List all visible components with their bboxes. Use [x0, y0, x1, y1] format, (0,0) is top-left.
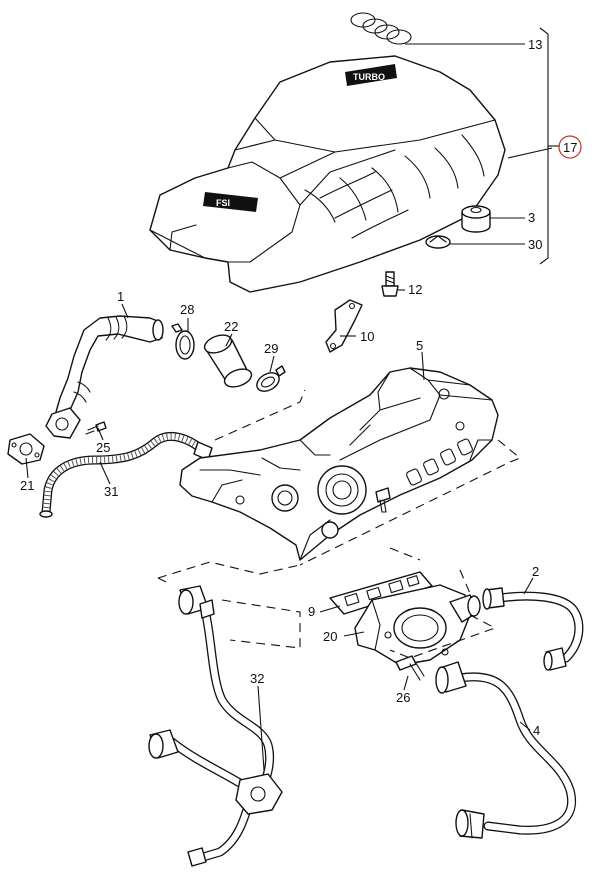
engine-cover [149, 55, 506, 293]
rings-emblem [350, 12, 412, 45]
hose-2 [482, 587, 584, 671]
assembly-dash-lines [157, 389, 522, 659]
breather-pipe [45, 315, 164, 439]
callout-labels: 13 17 3 30 12 10 5 1 28 22 29 25 21 31 9… [20, 37, 582, 738]
callout-25: 25 [96, 440, 110, 455]
callout-21: 21 [20, 478, 34, 493]
callout-12: 12 [408, 282, 422, 297]
callout-20: 20 [323, 629, 337, 644]
hose-32 [148, 585, 283, 867]
hose-clamp-29 [256, 365, 286, 392]
cylinder-head-cover [179, 367, 499, 561]
callout-4: 4 [533, 723, 540, 738]
rubber-mount [461, 205, 491, 233]
bracket [325, 299, 363, 353]
leader-lines [25, 43, 553, 771]
callout-17: 17 [563, 140, 577, 155]
gasket [7, 433, 45, 465]
hose-4 [435, 661, 576, 839]
screw-26 [395, 655, 425, 681]
callout-2: 2 [532, 564, 539, 579]
pressure-regulating-valve [354, 584, 481, 666]
callout-3: 3 [528, 210, 535, 225]
callout-30: 30 [528, 237, 542, 252]
callout-26: 26 [396, 690, 410, 705]
callout-17-ring [558, 135, 582, 159]
hose-22 [203, 334, 253, 388]
valve-gasket [329, 571, 433, 615]
bolt [381, 271, 399, 297]
screw [85, 421, 107, 435]
cover-top-badge-text: TURBO [353, 72, 385, 82]
callout-1: 1 [117, 289, 124, 304]
hose-clamp-28 [171, 323, 195, 360]
cover-top-badge: TURBO [345, 64, 397, 86]
callout-31: 31 [104, 484, 118, 499]
callout-9: 9 [308, 604, 315, 619]
callout-29: 29 [264, 341, 278, 356]
callout-13: 13 [528, 37, 542, 52]
washer [425, 235, 451, 249]
callout-22: 22 [224, 319, 238, 334]
callout-5: 5 [416, 338, 423, 353]
cover-side-badge-text: FSI [216, 198, 230, 208]
cover-side-badge: FSI [203, 192, 258, 212]
callout-28: 28 [180, 302, 194, 317]
callout-32: 32 [250, 671, 264, 686]
callout-10: 10 [360, 329, 374, 344]
